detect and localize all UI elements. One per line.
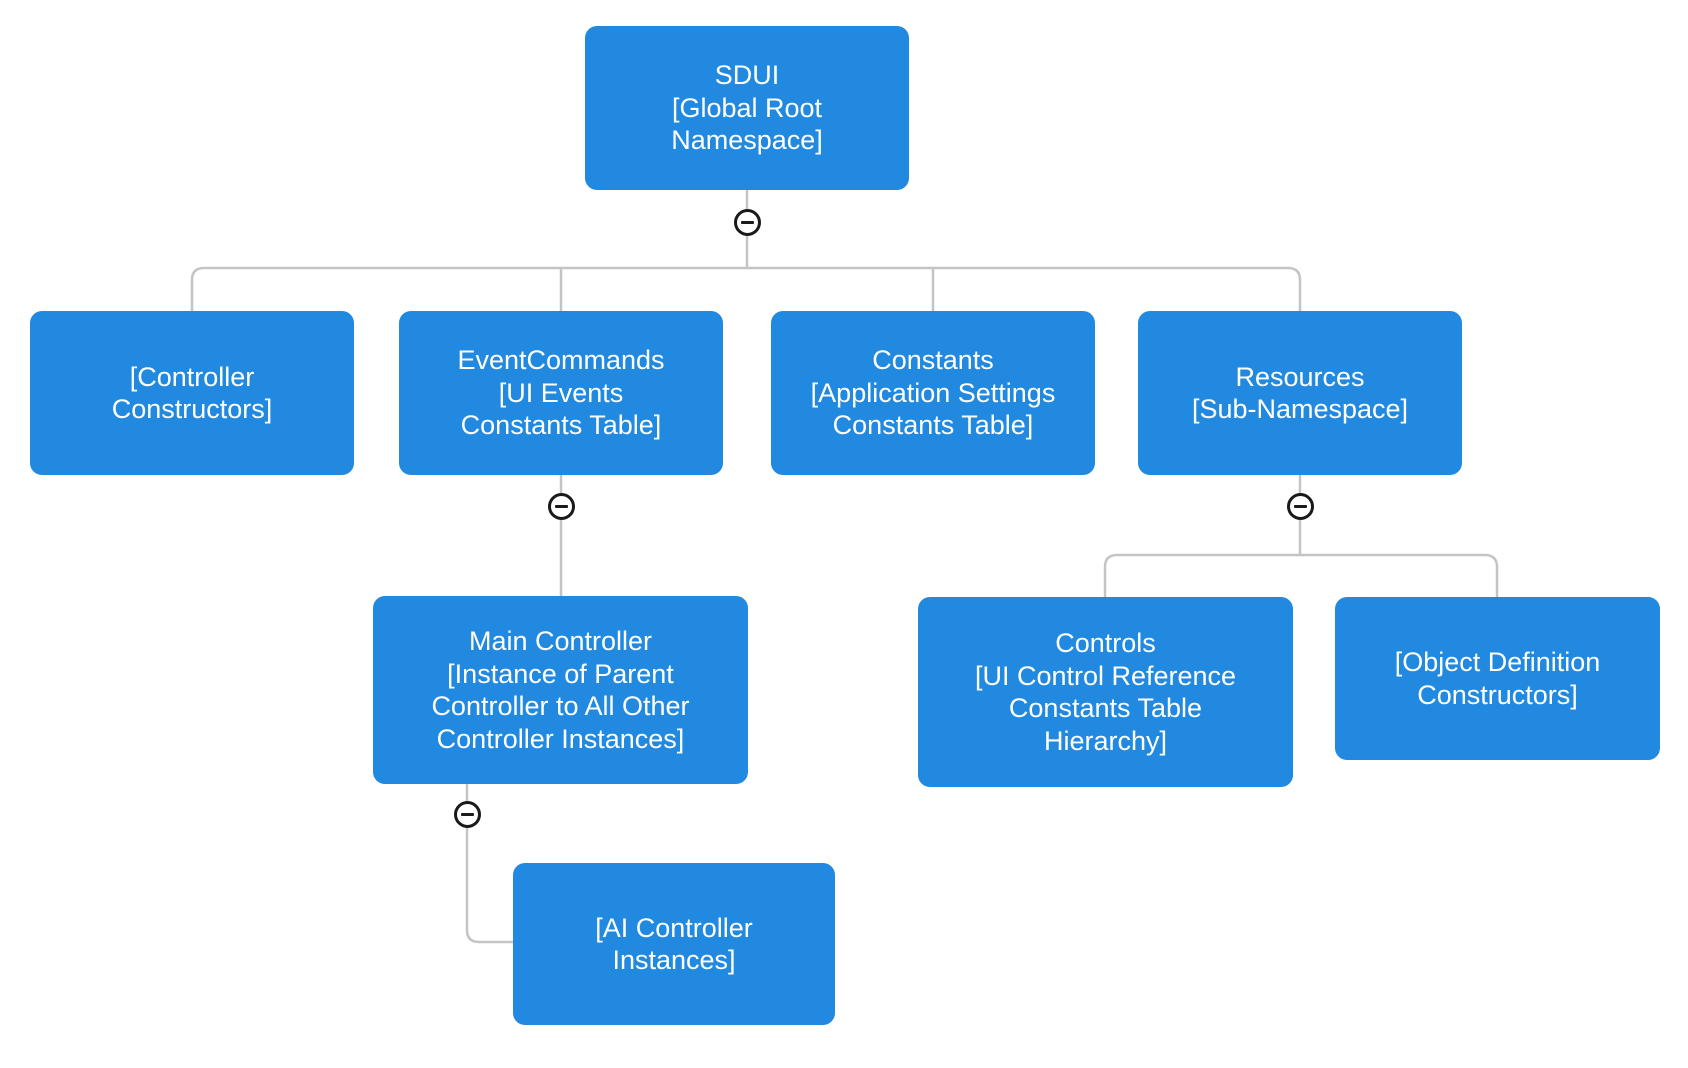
minus-icon <box>554 504 568 508</box>
node-main-controller-label: Main Controller [Instance of Parent Cont… <box>431 626 690 754</box>
connector-maincontroller-to-ai <box>465 784 513 944</box>
node-controller-constructors[interactable]: [Controller Constructors] <box>30 311 354 475</box>
node-main-controller[interactable]: Main Controller [Instance of Parent Cont… <box>373 596 748 784</box>
node-event-commands[interactable]: EventCommands [UI Events Constants Table… <box>399 311 723 475</box>
collapse-toggle-resources[interactable] <box>1286 492 1314 520</box>
node-controls[interactable]: Controls [UI Control Reference Constants… <box>918 597 1293 787</box>
minus-icon <box>740 220 754 224</box>
node-object-definition-constructors-label: [Object Definition Constructors] <box>1394 647 1601 710</box>
connector-resources-bus <box>1103 553 1499 597</box>
node-controls-label: Controls [UI Control Reference Constants… <box>974 628 1237 756</box>
node-sdui-label: SDUI [Global Root Namespace] <box>671 60 823 156</box>
node-resources-label: Resources [Sub-Namespace] <box>1191 361 1409 425</box>
node-constants[interactable]: Constants [Application Settings Constant… <box>771 311 1095 475</box>
node-object-definition-constructors[interactable]: [Object Definition Constructors] <box>1335 597 1660 760</box>
collapse-toggle-event-commands[interactable] <box>547 492 575 520</box>
minus-icon <box>460 812 474 816</box>
node-event-commands-label: EventCommands [UI Events Constants Table… <box>457 345 665 441</box>
node-ai-controller-instances[interactable]: [AI Controller Instances] <box>513 863 835 1025</box>
collapse-toggle-sdui[interactable] <box>733 208 761 236</box>
connector-level2-bus <box>190 266 1302 311</box>
node-sdui-root[interactable]: SDUI [Global Root Namespace] <box>585 26 909 190</box>
node-ai-controller-instances-label: [AI Controller Instances] <box>595 912 753 976</box>
collapse-toggle-main-controller[interactable] <box>453 800 481 828</box>
minus-icon <box>1293 504 1307 508</box>
node-resources[interactable]: Resources [Sub-Namespace] <box>1138 311 1462 475</box>
node-controller-constructors-label: [Controller Constructors] <box>111 361 273 425</box>
node-constants-label: Constants [Application Settings Constant… <box>810 345 1056 441</box>
